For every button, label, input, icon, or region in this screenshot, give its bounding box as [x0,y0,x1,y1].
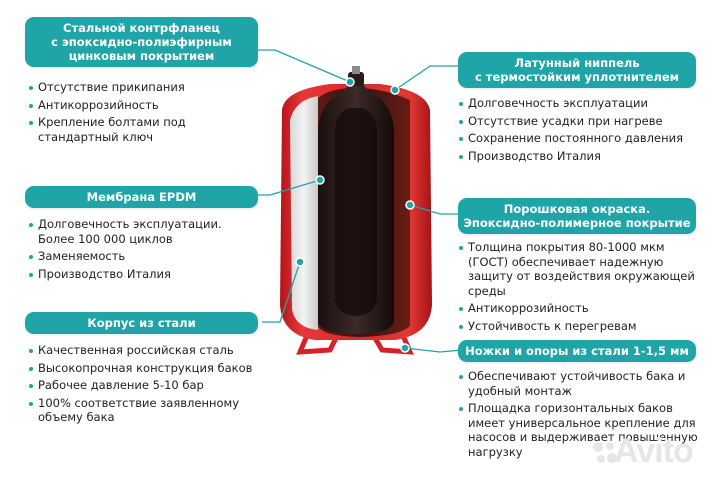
membrane-title-line: Мембрана EPDM [86,190,197,204]
membrane-bullets: Долговечность эксплуатации. Более 100 00… [28,217,258,284]
list-item: Антикоррозийность [458,301,708,316]
list-item: Производство Италия [458,149,708,164]
list-item: 100% соответствие заявленному объему бак… [28,396,258,425]
coating-bullets: Толщина покрытия 80-1000 мкм (ГОСТ) обес… [458,240,708,336]
coating-title-line: Порошковая окраска. [503,202,651,216]
list-item: Сохранение постоянного давления [458,131,708,146]
list-item: Толщина покрытия 80-1000 мкм (ГОСТ) обес… [458,240,708,298]
list-item: Долговечность эксплуатации [458,96,708,111]
nipple-bullets: Долговечность эксплуатации Отсутствие ус… [458,96,708,166]
nipple-title-line: Латунный ниппель [514,56,640,70]
list-item: Отсутствие прикипания [28,80,268,95]
flange-title-line: Стальной контрфланец [63,21,220,35]
list-item: Качественная российская сталь [28,343,258,358]
body-title: Корпус из стали [25,312,258,334]
callout-dots [295,77,415,353]
legs-title-line: Ножки и опоры из стали 1-1,5 мм [465,344,689,358]
list-item: Производство Италия [28,267,258,282]
flange-title-line: с эпоксидно-полиэфирным [51,35,232,49]
list-item: Высокопрочная конструкция баков [28,361,258,376]
avito-dots-icon [593,442,617,463]
connector-lines [258,49,463,353]
list-item: Заменяемость [28,249,258,264]
list-item: Рабочее давление 5-10 бар [28,378,258,393]
list-item: Отсутствие усадки при нагреве [458,114,708,129]
legs-bullets: Обеспечивают устойчивость бака и удобный… [458,369,708,462]
coating-title: Порошковая окраска. Эпоксидно-полимерное… [458,198,696,234]
body-title-line: Корпус из стали [87,316,196,330]
legs-title: Ножки и опоры из стали 1-1,5 мм [458,340,696,362]
flange-title-line: цинковым покрытием [68,49,215,63]
avito-watermark: Avito [614,432,694,470]
body-bullets: Качественная российская сталь Высокопроч… [28,343,258,428]
list-item: Антикоррозийность [28,98,268,113]
list-item: Крепление болтами под стандартный ключ [28,115,268,144]
coating-title-line: Эпоксидно-полимерное покрытие [463,216,691,230]
membrane-title: Мембрана EPDM [25,186,258,208]
list-item: Обеспечивают устойчивость бака и удобный… [458,369,708,398]
nipple-title-line: с термостойким уплотнителем [474,70,680,84]
list-item: Площадка горизонтальных баков имеет унив… [458,401,708,459]
flange-bullets: Отсутствие прикипания Антикоррозийность … [28,80,268,147]
list-item: Устойчивость к перегревам [458,319,708,334]
list-item: Долговечность эксплуатации. Более 100 00… [28,217,258,246]
tank-body [280,66,432,355]
flange-title: Стальной контрфланец с эпоксидно-полиэфи… [25,17,258,67]
nipple-title: Латунный ниппель с термостойким уплотнит… [458,52,696,88]
